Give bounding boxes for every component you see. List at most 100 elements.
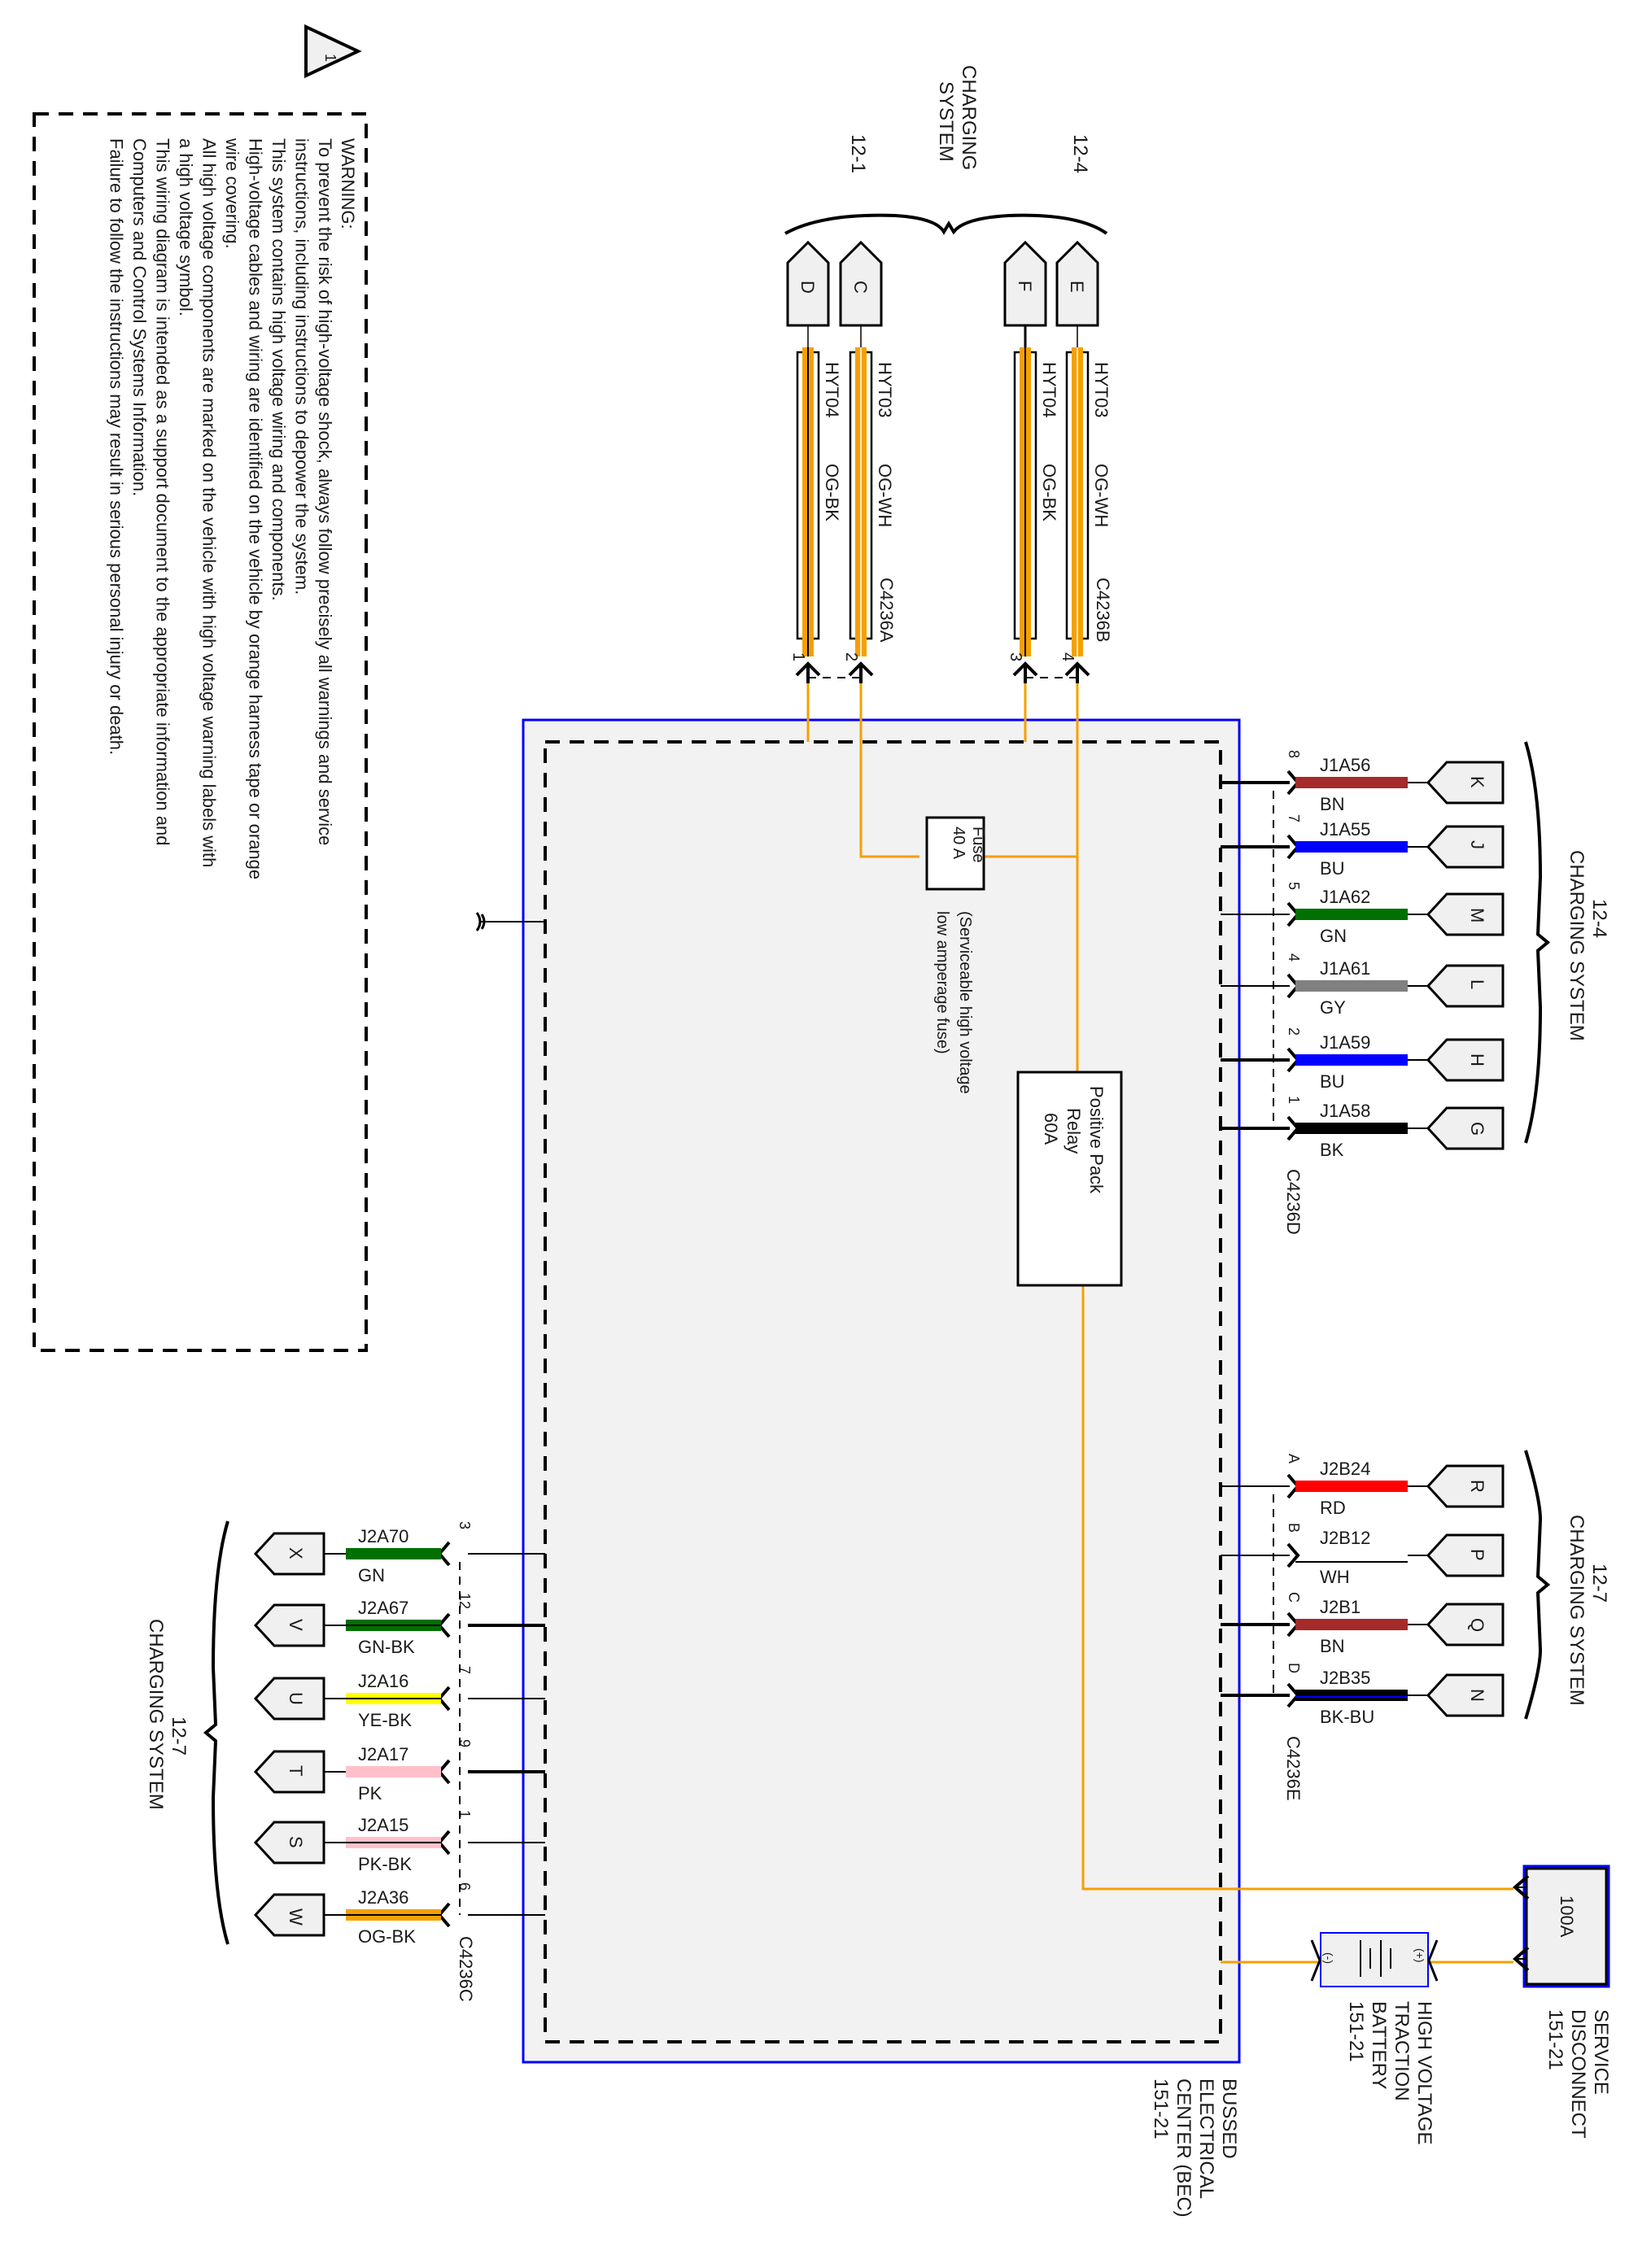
group-ref: 12-4 bbox=[1588, 899, 1610, 938]
wire-color-bar bbox=[1295, 777, 1408, 788]
brace bbox=[1524, 741, 1551, 1144]
connector-l[interactable] bbox=[1426, 964, 1505, 1008]
connector-r[interactable] bbox=[1426, 1464, 1505, 1508]
brace bbox=[1524, 1450, 1551, 1720]
positive-pack-relay[interactable]: Positive Pack Relay 60A bbox=[1016, 1071, 1123, 1287]
battery-label-line2: TRACTION bbox=[1391, 2001, 1413, 2101]
bec-module[interactable] bbox=[522, 718, 1241, 2064]
wire-color-code: YE-BK bbox=[358, 1710, 412, 1730]
wire-color-code: BU bbox=[1320, 858, 1345, 879]
wire-color-code: BK bbox=[1320, 1140, 1344, 1160]
circuit-id: J2A36 bbox=[358, 1887, 408, 1908]
connector-u[interactable] bbox=[253, 1677, 325, 1721]
connector-id-c4236b: C4236B bbox=[1093, 578, 1113, 643]
circuit-id: J2A15 bbox=[358, 1815, 408, 1835]
pin-number: 7 bbox=[456, 1666, 473, 1674]
circuit-id: J2B1 bbox=[1320, 1597, 1361, 1617]
connector-t[interactable] bbox=[253, 1750, 325, 1794]
warning-symbol-label: 1 bbox=[322, 54, 338, 62]
wire-color-code: RD bbox=[1320, 1498, 1346, 1518]
circuit-id: J1A55 bbox=[1320, 819, 1370, 840]
circuit-id: J2B35 bbox=[1320, 1668, 1370, 1688]
connector-w[interactable] bbox=[253, 1893, 325, 1937]
group-ref: 12-7 bbox=[168, 1716, 190, 1756]
wire-color-code: OG-WH bbox=[875, 464, 895, 527]
circuit-id: J2B24 bbox=[1320, 1459, 1370, 1479]
fuse-40a[interactable]: Fuse 40 A (Serviceable high voltage low … bbox=[925, 816, 987, 1094]
connector-letter: M bbox=[1467, 908, 1487, 922]
warning-line: Failure to follow the instructions may r… bbox=[107, 138, 127, 755]
circuit-id: J1A62 bbox=[1320, 887, 1370, 907]
wire-color-code: WH bbox=[1320, 1567, 1350, 1587]
wire-color-code: OG-BK bbox=[358, 1926, 416, 1947]
connector-m[interactable] bbox=[1426, 892, 1505, 936]
connector-letter: W bbox=[286, 1908, 306, 1926]
wire-color-code: BU bbox=[1320, 1071, 1345, 1092]
connector-j[interactable] bbox=[1426, 825, 1505, 869]
warning-line: This wiring diagram is intended as a sup… bbox=[153, 138, 173, 846]
relay-label-line2: Relay bbox=[1064, 1108, 1084, 1154]
group-title-line2: SYSTEM bbox=[935, 81, 957, 162]
group-title: CHARGING SYSTEM bbox=[145, 1619, 167, 1810]
wire-color-bar bbox=[346, 1766, 441, 1777]
ground-symbol-icon bbox=[475, 912, 545, 931]
connector-x[interactable] bbox=[253, 1532, 325, 1576]
wire-color-code: PK-BK bbox=[358, 1854, 412, 1874]
connector-p[interactable] bbox=[1426, 1533, 1505, 1577]
pin-number: 1 bbox=[456, 1810, 473, 1818]
wire-color-bar bbox=[1295, 1481, 1408, 1492]
warning-line: instructions, including instructions to … bbox=[292, 138, 312, 595]
connector-n[interactable] bbox=[1426, 1673, 1505, 1717]
relay-label-line1: Positive Pack bbox=[1086, 1086, 1107, 1194]
warning-box: WARNING:To prevent the risk of high-volt… bbox=[33, 112, 368, 1352]
service-disconnect[interactable]: 100A SERVICE DISCONNECT 151-21 bbox=[1512, 1865, 1612, 2139]
connector-k[interactable] bbox=[1426, 761, 1505, 805]
wire-color-bar bbox=[1295, 980, 1408, 992]
group-title: CHARGING SYSTEM bbox=[1566, 850, 1588, 1041]
group-ref: 12-7 bbox=[1588, 1564, 1610, 1603]
pin-number: 9 bbox=[456, 1739, 473, 1747]
pin-number: B bbox=[1286, 1523, 1302, 1533]
battery-label-ref: 151-21 bbox=[1345, 2001, 1367, 2062]
bec-label: BUSSED ELECTRICAL CENTER (BEC) 151-21 bbox=[1150, 2078, 1240, 2218]
wire-color-bar bbox=[1295, 909, 1408, 920]
connector-id-c4236a: C4236A bbox=[876, 578, 897, 643]
connector-s[interactable] bbox=[253, 1821, 325, 1865]
fuse-rating: 40 A bbox=[950, 827, 967, 860]
pin-number: 1 bbox=[789, 652, 807, 661]
battery-positive-label: (+) bbox=[1413, 1948, 1426, 1963]
fuse-note-line2: low amperage fuse) bbox=[933, 911, 951, 1054]
wire-color-code: GY bbox=[1320, 997, 1346, 1018]
connector-q[interactable] bbox=[1426, 1603, 1505, 1646]
connector-h[interactable] bbox=[1426, 1038, 1505, 1082]
connector-letter: K bbox=[1467, 776, 1487, 788]
connector-v[interactable] bbox=[253, 1603, 325, 1647]
hv-traction-battery[interactable]: (-) (+) HIGH VOLTAGE TRACTION BATTERY 15… bbox=[1310, 1932, 1439, 2144]
connector-letter: T bbox=[286, 1765, 306, 1776]
connector-g[interactable] bbox=[1426, 1106, 1505, 1150]
warning-line: a high voltage symbol. bbox=[176, 138, 196, 316]
connector-letter: R bbox=[1467, 1480, 1487, 1493]
connector-letter: C bbox=[850, 281, 871, 294]
wire-color-bar bbox=[1295, 1690, 1408, 1701]
